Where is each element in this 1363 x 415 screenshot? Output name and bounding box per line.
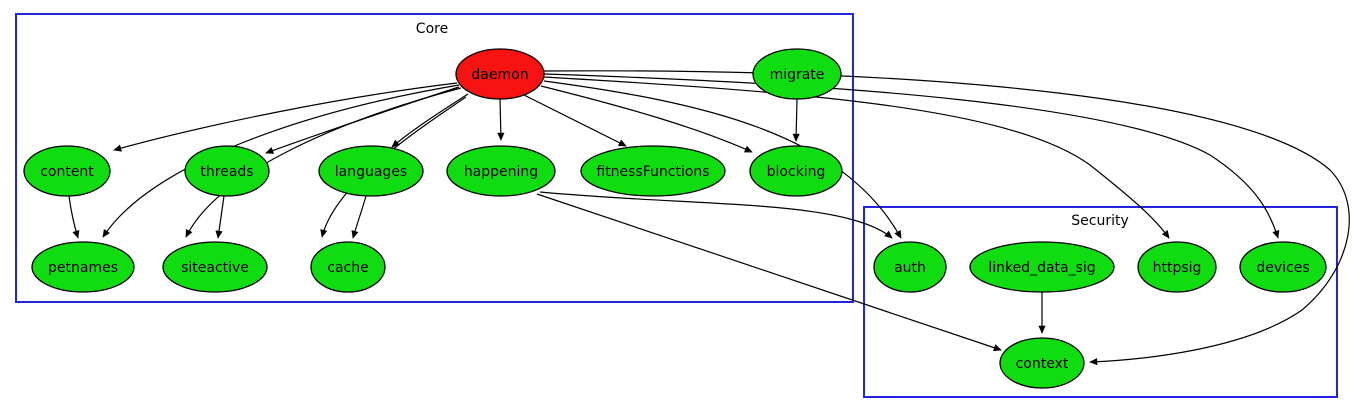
edge-languages-to-cache (351, 195, 367, 239)
edges-layer (68, 70, 1350, 366)
edge-happening-to-context (536, 193, 1002, 352)
edge-threads-to-siteactive (215, 195, 225, 239)
node-siteactive: siteactive (162, 241, 268, 293)
cluster-security-border (863, 206, 1338, 398)
node-petnames-label: petnames (48, 260, 118, 276)
edge-daemon-to-blocking (540, 85, 753, 153)
edge-migrate-to-blocking (792, 98, 800, 142)
node-languages-shape (318, 145, 424, 197)
node-migrate-shape (752, 48, 842, 100)
node-petnames: petnames (31, 241, 135, 293)
node-auth: auth (873, 241, 947, 293)
node-httpsig-label: httpsig (1153, 260, 1202, 276)
node-cache-label: cache (327, 260, 368, 276)
node-auth-shape (873, 241, 947, 293)
node-threads-label: threads (200, 164, 253, 180)
node-context: context (999, 337, 1085, 389)
node-happening-label: happening (464, 164, 538, 180)
node-httpsig-shape (1137, 241, 1217, 293)
node-blocking: blocking (749, 145, 843, 197)
node-daemon-label: daemon (471, 67, 528, 83)
edge-daemon-to-auth (543, 80, 902, 239)
node-languages-label: languages (335, 164, 407, 180)
cluster-security-label: Security (1071, 213, 1129, 229)
edge-daemon-to-happening (497, 98, 505, 141)
node-context-label: context (1016, 356, 1069, 372)
edge-daemon-to-content (113, 82, 458, 152)
node-threads-shape (184, 145, 270, 197)
node-blocking-label: blocking (767, 164, 826, 180)
node-content-label: content (40, 164, 94, 180)
node-migrate: migrate (752, 48, 842, 100)
node-devices-shape (1239, 241, 1327, 293)
node-content-shape (23, 145, 111, 197)
node-devices: devices (1239, 241, 1327, 293)
node-httpsig: httpsig (1137, 241, 1217, 293)
node-daemon: daemon (455, 48, 545, 100)
node-cache-shape (310, 241, 386, 293)
edge-daemon-to-devices (543, 73, 1280, 239)
node-linked_data_sig: linked_data_sig (969, 241, 1115, 293)
edge-daemon-to-httpsig (543, 76, 1170, 239)
node-languages: languages (318, 145, 424, 197)
node-devices-label: devices (1256, 260, 1309, 276)
node-fitnessFunctions-shape (580, 145, 726, 197)
node-happening: happening (446, 145, 556, 197)
node-blocking-shape (749, 145, 843, 197)
node-context-shape (999, 337, 1085, 389)
edge-happening-to-auth (539, 191, 893, 239)
node-cache: cache (310, 241, 386, 293)
node-daemon-shape (455, 48, 545, 100)
nodes-layer: daemon migrate content threads languages happ… (23, 48, 1327, 389)
node-siteactive-shape (162, 241, 268, 293)
edge-daemon-to-languages (391, 93, 469, 148)
node-fitnessFunctions-label: fitnessFunctions (596, 164, 709, 180)
node-linked_data_sig-shape (969, 241, 1115, 293)
node-fitnessFunctions: fitnessFunctions (580, 145, 726, 197)
edge-content-to-petnames (68, 195, 80, 239)
edge-daemon-to-fitnessFunctions (523, 94, 627, 147)
node-migrate-label: migrate (770, 67, 825, 83)
node-threads: threads (184, 145, 270, 197)
node-auth-label: auth (894, 260, 926, 276)
node-linked_data_sig-label: linked_data_sig (988, 260, 1095, 276)
node-petnames-shape (31, 241, 135, 293)
cluster-core-label: Core (416, 21, 448, 37)
edge-daemon-to-siteactive (185, 87, 462, 238)
node-happening-shape (446, 145, 556, 197)
node-content: content (23, 145, 111, 197)
edge-daemon-to-context (543, 70, 1350, 366)
cluster-core-border (15, 13, 854, 303)
node-siteactive-label: siteactive (181, 260, 249, 276)
edge-daemon-to-petnames (102, 84, 460, 238)
